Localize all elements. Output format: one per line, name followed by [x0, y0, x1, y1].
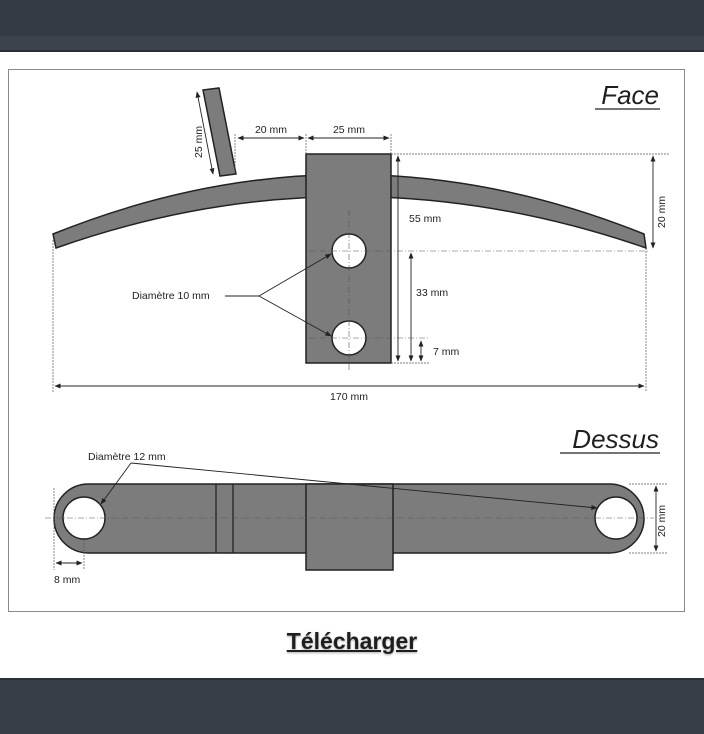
top-toolbar	[0, 0, 704, 36]
offset-dimension-label: 20 mm	[255, 124, 287, 136]
drawing-canvas: Face	[45, 80, 669, 586]
tab-height-label: 25 mm	[193, 126, 205, 158]
bottom-toolbar	[0, 678, 704, 734]
lower-hole	[331, 320, 367, 356]
upper-hole-dimension-label: 55 mm	[409, 213, 441, 225]
curve-height-label: 20 mm	[656, 196, 668, 228]
edge-distance-label: 8 mm	[54, 574, 81, 586]
angled-tab	[202, 87, 237, 177]
top-width-label: 20 mm	[656, 505, 668, 537]
lower-hole-dimension-label: 7 mm	[433, 346, 460, 358]
technical-drawing: Face	[8, 69, 685, 612]
download-area: Télécharger	[0, 628, 704, 655]
hole-spacing-label: 33 mm	[416, 287, 448, 299]
face-hole-diameter-label: Diamètre 10 mm	[132, 290, 210, 302]
block-width-label: 25 mm	[333, 124, 365, 136]
top-view-title: Dessus	[572, 424, 659, 454]
top-block	[305, 483, 394, 571]
top-toolbar-strip	[0, 36, 704, 52]
download-link[interactable]: Télécharger	[286, 628, 418, 654]
top-hole-diameter-label: Diamètre 12 mm	[88, 451, 166, 463]
face-view-title: Face	[601, 80, 659, 110]
total-length-label: 170 mm	[330, 391, 368, 403]
